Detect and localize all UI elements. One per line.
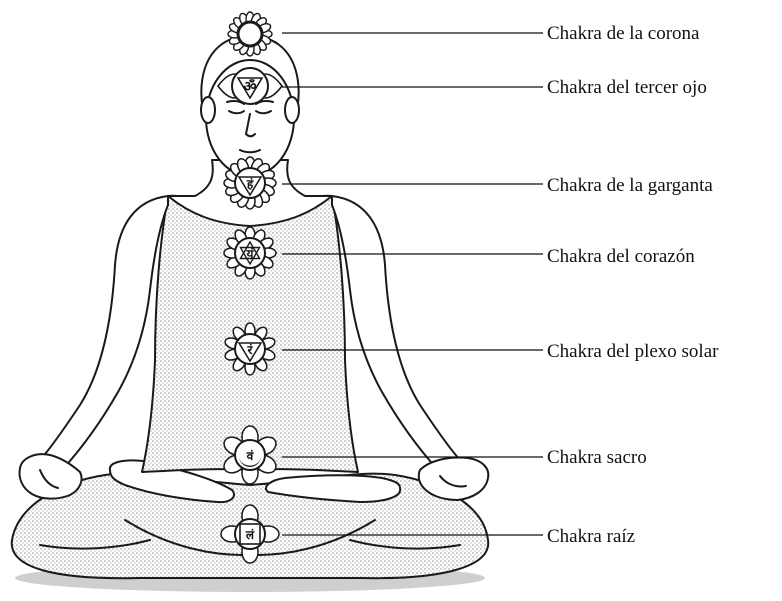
label-throat-chakra: Chakra de la garganta [547,175,713,196]
label-heart-chakra: Chakra del corazón [547,246,695,267]
chakra-labels: Chakra de la corona Chakra del tercer oj… [547,23,719,547]
label-root-chakra: Chakra raíz [547,526,635,547]
third-eye-bija-syllable: ॐ [244,78,257,95]
root-bija-syllable: लं [245,528,255,542]
label-solar-plexus-chakra: Chakra del plexo solar [547,341,719,362]
label-sacral-chakra: Chakra sacro [547,447,647,468]
left-hand [20,454,82,498]
crown-chakra-symbol [228,12,272,56]
right-hand [419,458,489,501]
sacral-bija-syllable: वं [246,449,255,463]
throat-bija-syllable: हं [246,177,254,191]
label-third-eye-chakra: Chakra del tercer ojo [547,77,707,98]
meditating-figure [12,36,489,578]
heart-bija-syllable: यं [246,247,255,261]
throat-chakra-symbol: हं [224,157,276,209]
label-crown-chakra: Chakra de la corona [547,23,700,44]
